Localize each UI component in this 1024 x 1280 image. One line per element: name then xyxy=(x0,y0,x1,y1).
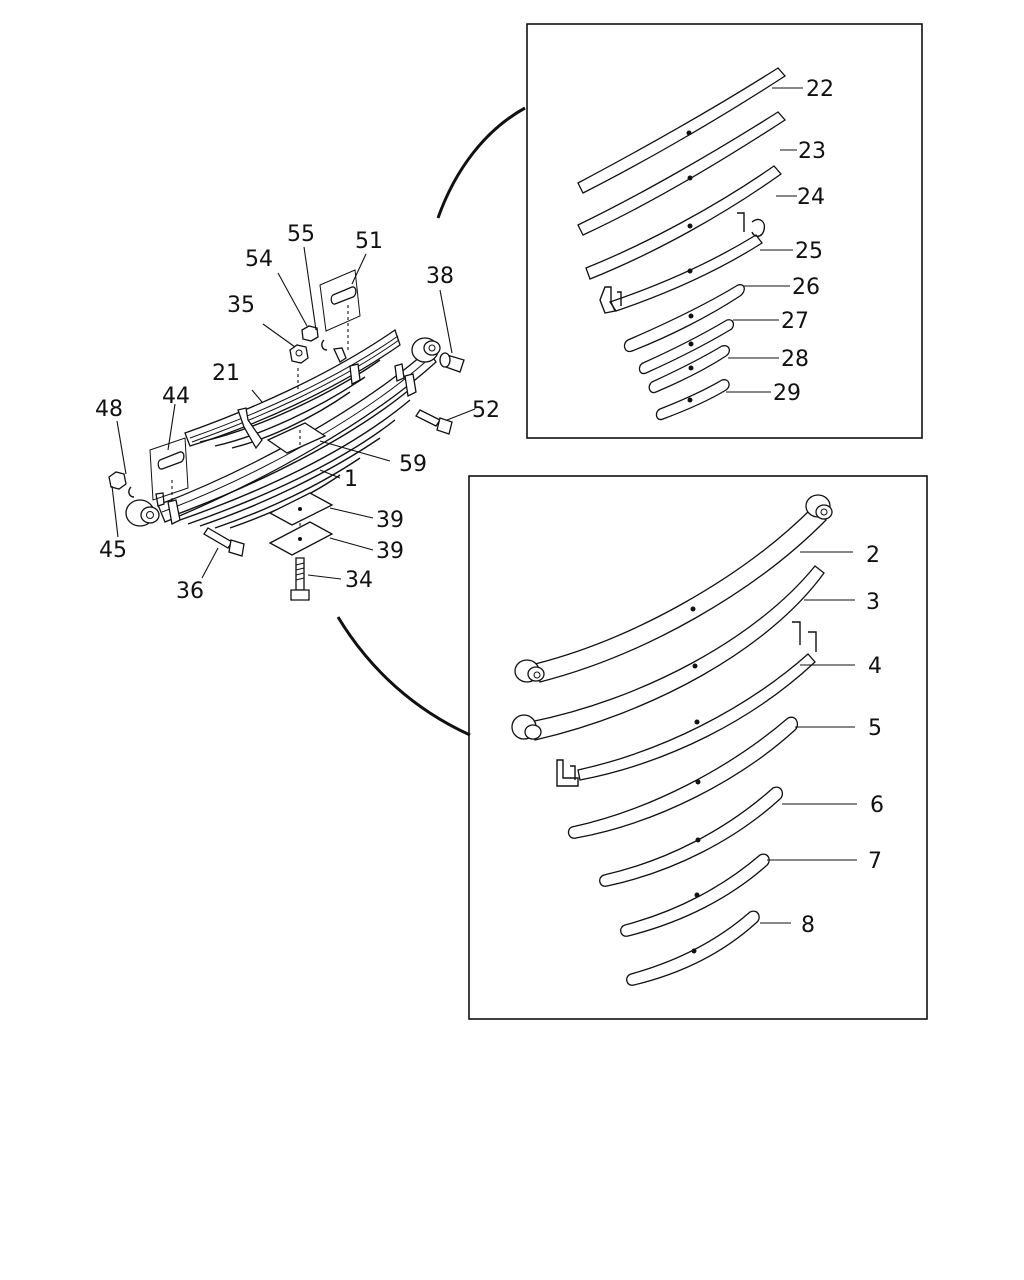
callout-44: 44 xyxy=(162,384,190,409)
pad-39-lower xyxy=(268,521,334,556)
helper-spring-assembly xyxy=(184,328,401,450)
leaf-22 xyxy=(577,67,786,194)
main-spring-assembly xyxy=(125,337,441,529)
pad-39-upper xyxy=(268,492,334,526)
callout-26: 26 xyxy=(792,275,820,300)
callout-45: 45 xyxy=(99,538,127,563)
spacer-59 xyxy=(266,422,327,454)
callout-39-lower: 39 xyxy=(376,539,404,564)
callout-55: 55 xyxy=(287,222,315,247)
callout-8: 8 xyxy=(801,913,815,938)
center-bolt-34 xyxy=(290,557,310,601)
callout-34: 34 xyxy=(345,568,373,593)
nut-54 xyxy=(301,325,319,342)
callout-28: 28 xyxy=(781,347,809,372)
leaf-26 xyxy=(623,284,745,353)
callout-1: 1 xyxy=(344,467,358,492)
leaf-24 xyxy=(585,165,782,280)
bracket-51 xyxy=(319,269,361,352)
callout-38: 38 xyxy=(426,264,454,289)
leaf-8 xyxy=(626,910,760,986)
leaf-27 xyxy=(638,319,735,375)
callout-27: 27 xyxy=(781,309,809,334)
callout-22: 22 xyxy=(806,77,834,102)
callout-21: 21 xyxy=(212,361,240,386)
nut-35 xyxy=(289,344,309,364)
callout-36: 36 xyxy=(176,579,204,604)
leaf-6 xyxy=(599,786,784,887)
leaf-2-main xyxy=(514,494,833,683)
callout-4: 4 xyxy=(868,654,882,679)
callout-6: 6 xyxy=(870,793,884,818)
callout-25: 25 xyxy=(795,239,823,264)
callout-24: 24 xyxy=(797,185,825,210)
callout-labels: 1 2 3 4 5 6 7 8 21 22 23 24 25 26 27 28 … xyxy=(95,77,884,938)
bolt-52 xyxy=(415,409,453,435)
callout-39-upper: 39 xyxy=(376,508,404,533)
leaf-4 xyxy=(556,621,817,787)
callout-2: 2 xyxy=(866,543,880,568)
leaf-23 xyxy=(577,111,786,236)
callout-35: 35 xyxy=(227,293,255,318)
callout-59: 59 xyxy=(399,452,427,477)
leaf-7 xyxy=(620,853,770,937)
bolt-36 xyxy=(203,527,245,557)
bushing-38 xyxy=(439,352,465,373)
detail-connector-arc-upper xyxy=(436,106,526,219)
leaf-5 xyxy=(567,716,799,839)
callout-48: 48 xyxy=(95,397,123,422)
leaf-3 xyxy=(511,565,825,741)
bracket-44 xyxy=(149,437,189,502)
nut-48 xyxy=(108,471,127,490)
callout-5: 5 xyxy=(868,716,882,741)
washer-45 xyxy=(128,486,135,498)
leaf-28 xyxy=(648,345,730,394)
detail-frame-lower xyxy=(468,475,928,1020)
callout-52: 52 xyxy=(472,398,500,423)
leaf-29 xyxy=(655,379,730,421)
washer-55 xyxy=(321,339,328,351)
detail-frame-upper xyxy=(526,23,923,439)
detail-connector-arc-lower xyxy=(336,616,471,737)
callout-54: 54 xyxy=(245,247,273,272)
callout-29: 29 xyxy=(773,381,801,406)
callout-3: 3 xyxy=(866,590,880,615)
callout-23: 23 xyxy=(798,139,826,164)
callout-51: 51 xyxy=(355,229,383,254)
leaf-25 xyxy=(599,212,766,314)
callout-7: 7 xyxy=(868,849,882,874)
